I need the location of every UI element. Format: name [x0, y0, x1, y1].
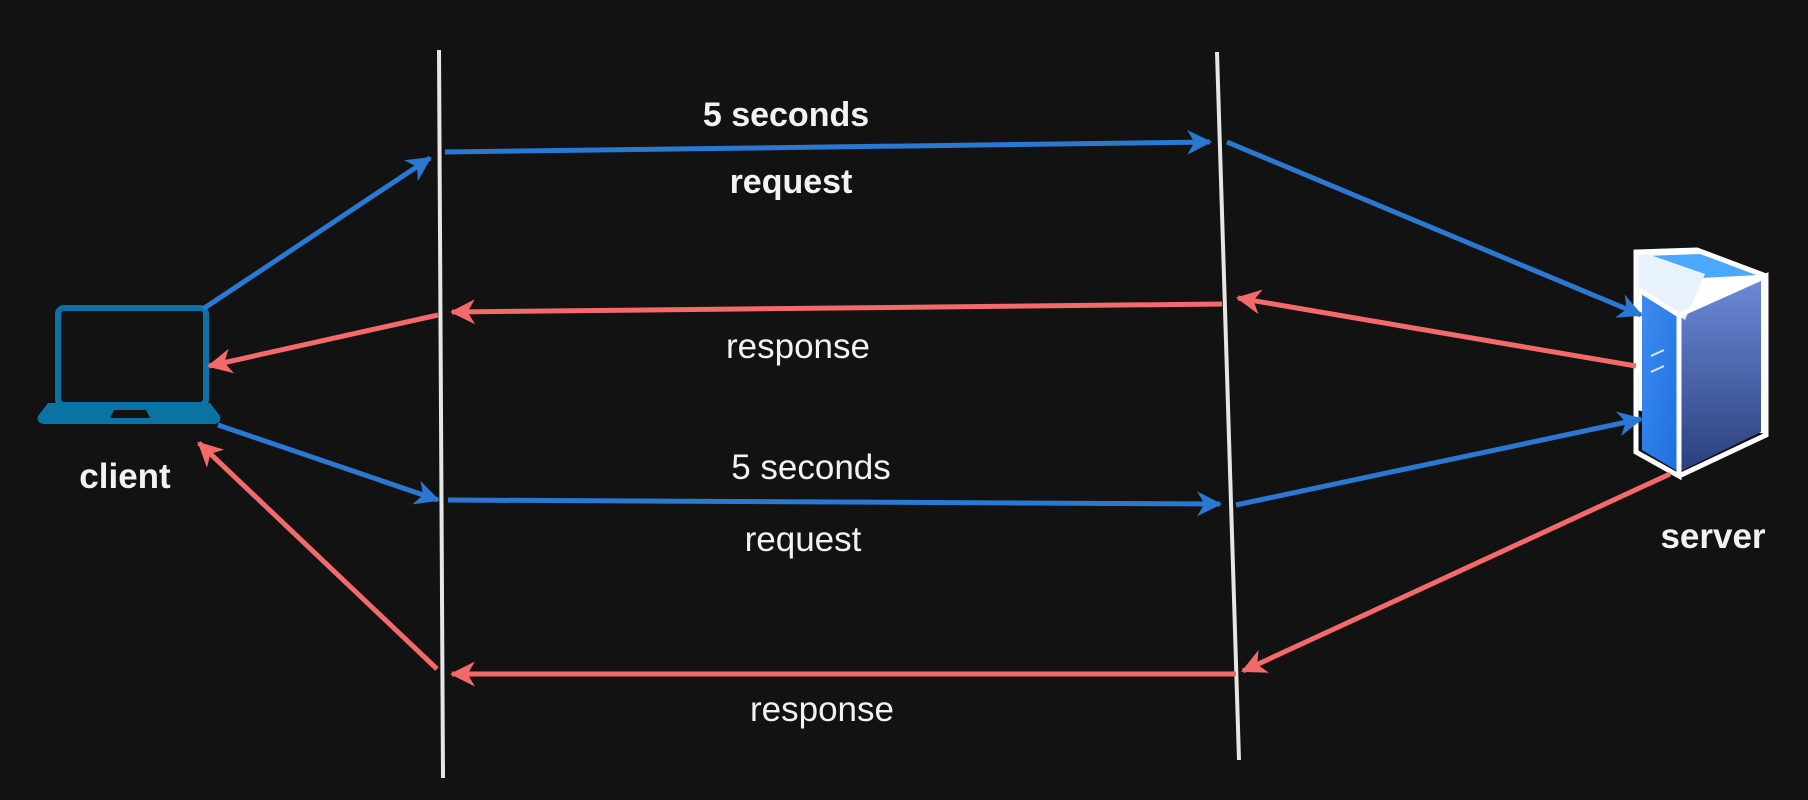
right-divider-line — [1215, 51, 1241, 761]
delay-label-1: 5 seconds — [703, 96, 869, 134]
request-arrow-across-1 — [444, 129, 1213, 155]
response-label-1: response — [726, 327, 870, 366]
request-arrow-client-to-divider-2 — [217, 422, 440, 505]
response-arrow-across-1 — [449, 299, 1223, 325]
left-divider-line — [437, 49, 445, 779]
response-arrow-server-to-divider-2 — [1241, 471, 1672, 674]
request-arrow-client-to-divider-1 — [201, 155, 432, 312]
request-label-2: request — [745, 520, 862, 559]
response-arrow-divider-to-client-1 — [206, 312, 439, 374]
request-label-1: request — [730, 163, 853, 201]
request-arrow-divider-to-server-2 — [1235, 411, 1644, 508]
response-arrow-divider-to-client-2 — [197, 441, 439, 671]
request-arrow-across-2 — [447, 491, 1223, 517]
server-label: server — [1660, 517, 1765, 556]
client-label: client — [79, 457, 171, 496]
laptop-icon — [37, 305, 221, 424]
response-label-2: response — [750, 690, 894, 729]
request-arrow-divider-to-server-1 — [1226, 139, 1643, 318]
response-arrow-server-to-divider-1 — [1235, 289, 1637, 369]
delay-label-2: 5 seconds — [731, 448, 891, 487]
server-tower-icon — [1633, 247, 1769, 481]
